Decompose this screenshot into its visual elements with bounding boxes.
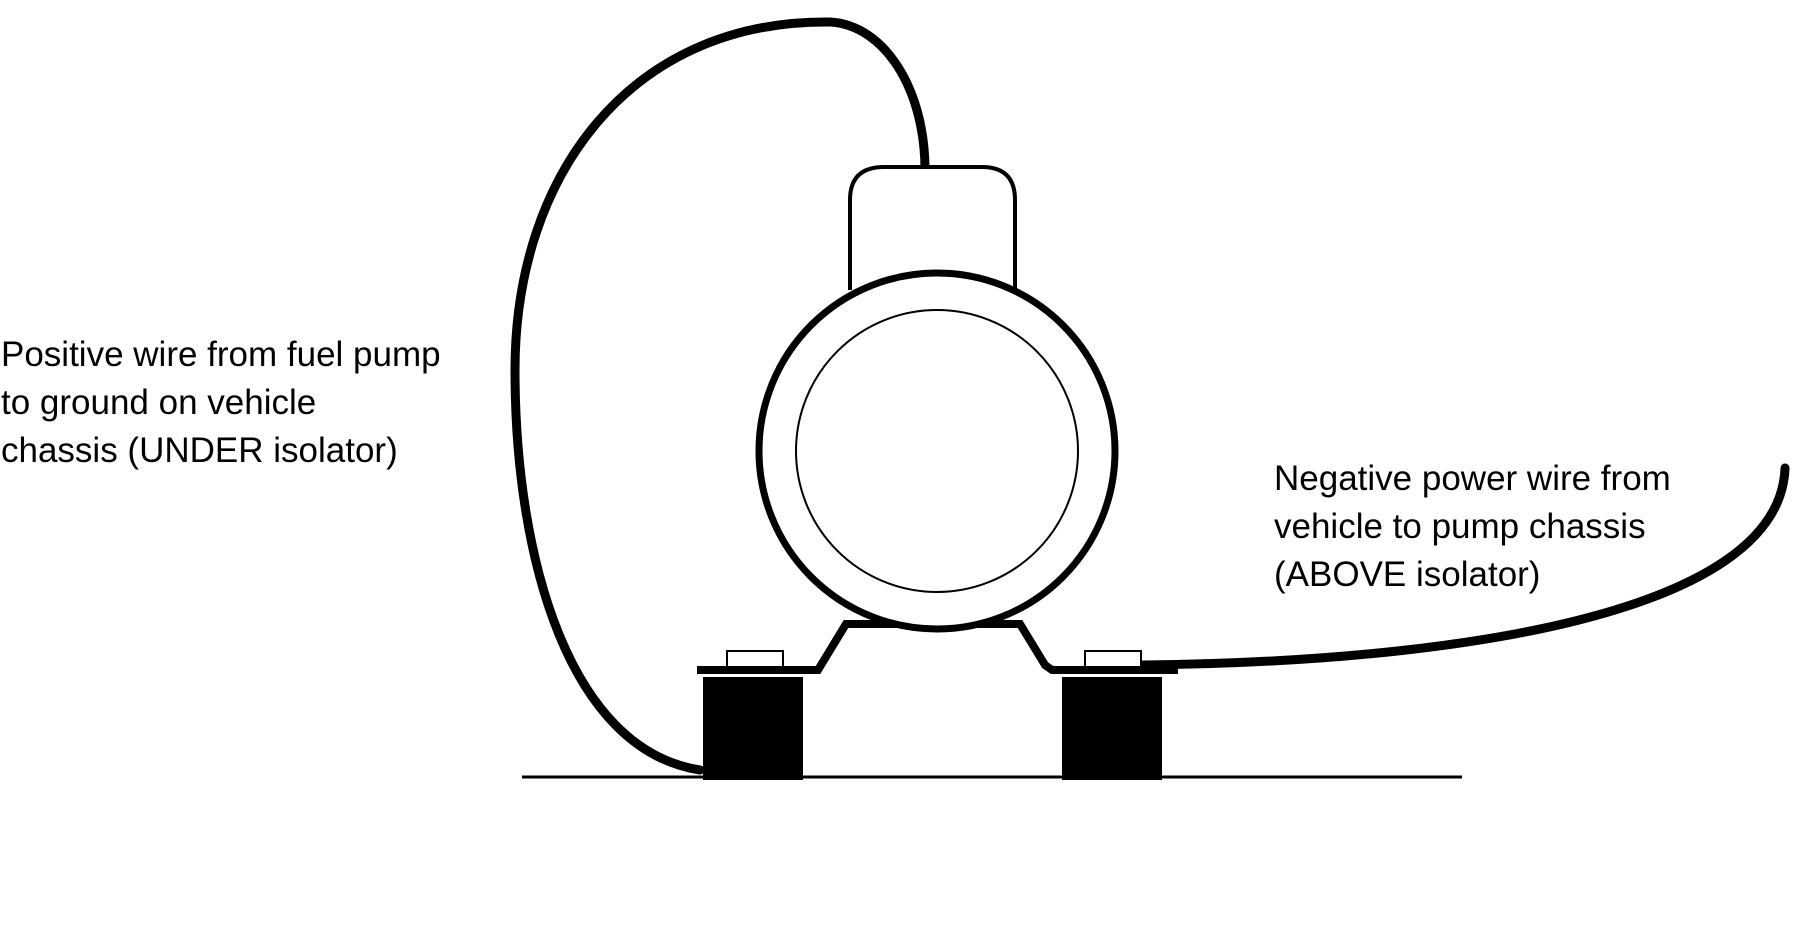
pump-body-inner [795,309,1079,593]
pump-connector-housing [848,165,1017,290]
left-isolator [703,677,803,780]
left-bolt-washer [726,650,784,668]
pump-body-outer [755,269,1119,633]
right-isolator [1062,677,1162,780]
negative-wire [1137,463,1790,670]
right-bolt-washer [1084,650,1142,668]
positive-wire-label-line-1: Positive wire from fuel pump [1,335,441,374]
negative-wire-label-line-3: (ABOVE isolator) [1274,555,1541,594]
negative-wire-label-line-1: Negative power wire from [1274,459,1671,498]
positive-wire-label-line-3: chassis (UNDER isolator) [1,431,398,470]
negative-wire-label: Negative power wire from vehicle to pump… [1274,455,1671,599]
positive-wire-label-line-2: to ground on vehicle [1,383,317,422]
positive-wire [510,17,930,775]
positive-wire-label: Positive wire from fuel pump to ground o… [1,331,441,475]
pump-mounting-bracket [697,620,1178,674]
negative-wire-label-line-2: vehicle to pump chassis [1274,507,1646,546]
